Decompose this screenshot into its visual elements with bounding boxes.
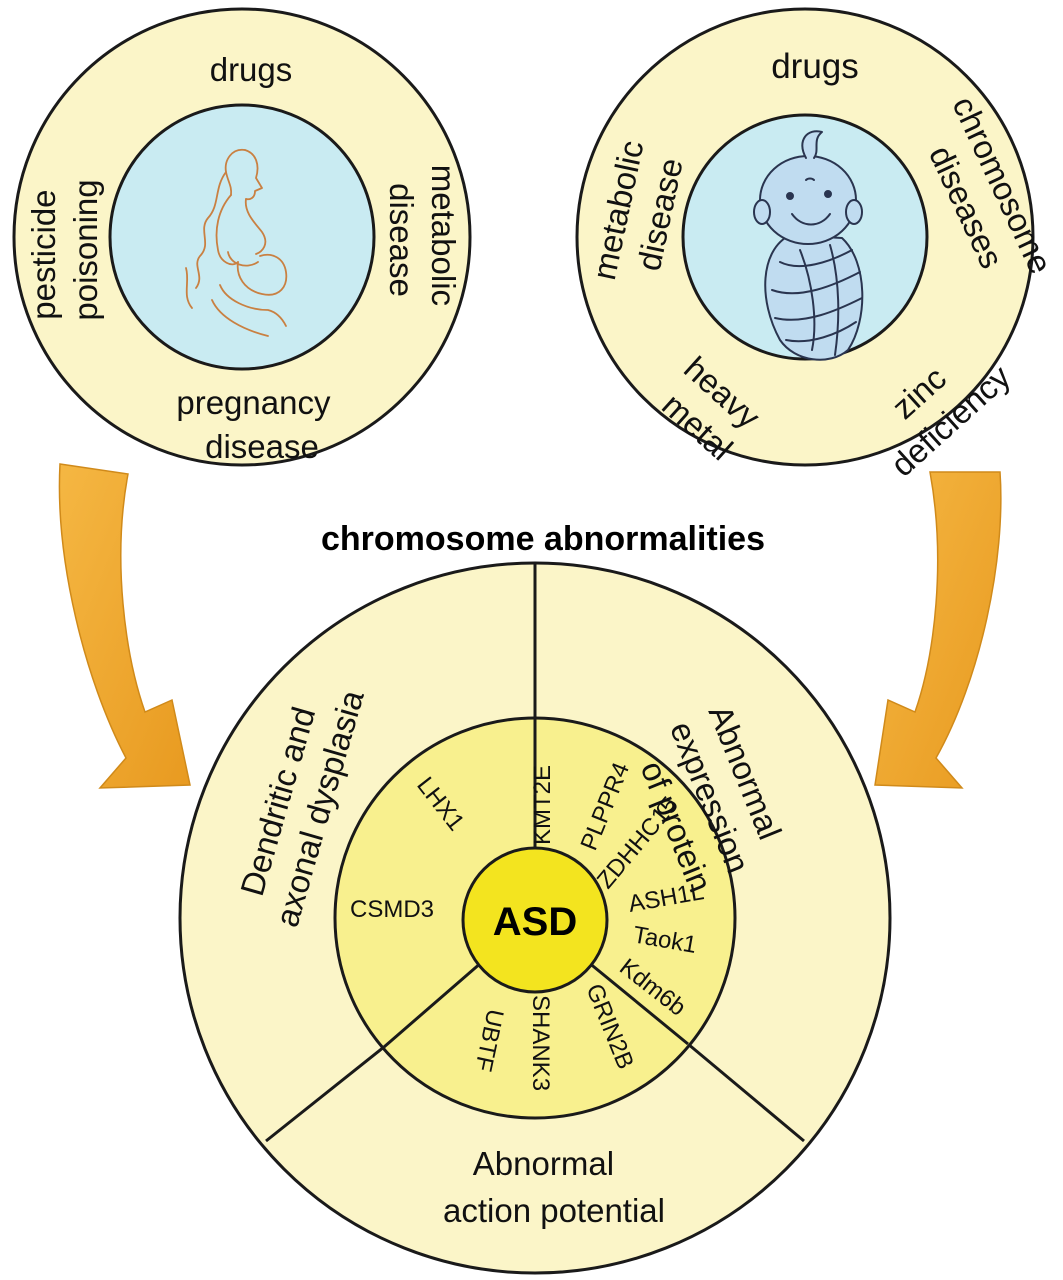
inner-divider-lower-left xyxy=(383,960,483,1049)
left-arrow-shape xyxy=(58,463,191,789)
baby-icon xyxy=(753,130,864,361)
prenatal-drugs-label: drugs xyxy=(210,51,293,88)
inner-divider-lower-right xyxy=(587,960,689,1046)
right-arrow-shape xyxy=(874,471,1002,789)
asd-circle: ASD Dendritic and axonal dysplasia Abnor… xyxy=(178,561,892,1275)
gene-label: KMT2E xyxy=(529,765,556,845)
divider-lower-right xyxy=(687,1042,805,1143)
postnatal-factors-circle: drugs metabolic disease chromosome disea… xyxy=(575,7,1060,484)
sector-action-potential-label: Abnormal action potential xyxy=(443,1145,665,1229)
prenatal-pregnancy-label: pregnancy disease xyxy=(176,384,339,465)
prenatal-factors-circle: drugs pesticide poisoning metabolic dise… xyxy=(12,7,472,467)
gene-label: CSMD3 xyxy=(350,896,434,923)
divider-lower-left xyxy=(265,1045,385,1143)
prenatal-metabolic-label: metabolic disease xyxy=(383,165,462,315)
prenatal-pesticide-label: pesticide poisoning xyxy=(25,179,104,320)
postnatal-drugs-label: drugs xyxy=(771,47,859,86)
diagram-title: chromosome abnormalities xyxy=(321,520,765,558)
gene-label: SHANK3 xyxy=(527,995,554,1091)
pregnant-woman-icon xyxy=(185,148,288,337)
asd-label: ASD xyxy=(493,900,577,944)
